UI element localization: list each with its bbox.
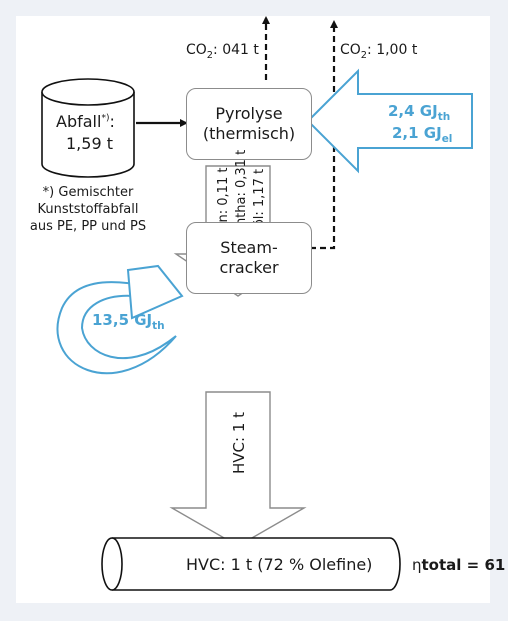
energy-cracker-label: 13,5 GJth [92,311,165,332]
steamcracker-subtitle: cracker [219,258,279,277]
hvc-flow-label: HVC: 1 t [230,411,248,474]
steamcracker-title: Steam- [220,238,278,257]
footnote: *) Gemischter Kunststoffabfall aus PE, P… [22,184,154,235]
eta-symbol: η [412,556,422,574]
steamcracker-box: Steam- cracker [186,222,312,294]
waste-cylinder [41,78,135,178]
recycle-energy-arrow [56,264,184,375]
waste-label: Abfall*): [56,112,115,131]
footnote-line2: Kunststoffabfall [37,202,139,217]
waste-amount: 1,59 t [66,134,113,153]
energy-electric-label: 2,1 GJel [392,124,453,145]
pyrolysis-box: Pyrolyse (thermisch) [186,88,312,160]
pyrolysis-subtitle: (thermisch) [202,124,296,143]
footnote-line3: aus PE, PP und PS [29,219,147,234]
cracker-to-output-arrow [169,391,307,547]
energy-thermal-label: 2,4 GJth [388,102,451,123]
diagram-canvas: Abfall*): 1,59 t *) Gemischter Kunststof… [16,16,508,603]
output-pipe [101,537,401,591]
footnote-line1: *) Gemischter [42,185,134,200]
co2-pyrolysis-label: CO2: 041 t [186,42,259,61]
co2-cracker-label: CO2: 1,00 t [340,42,418,61]
pyrolysis-title: Pyrolyse [215,104,283,123]
output-label: HVC: 1 t (72 % Olefine) [186,555,373,574]
energy-input-arrow [306,68,473,174]
efficiency-label: ηtotal = 61 % [412,556,508,574]
